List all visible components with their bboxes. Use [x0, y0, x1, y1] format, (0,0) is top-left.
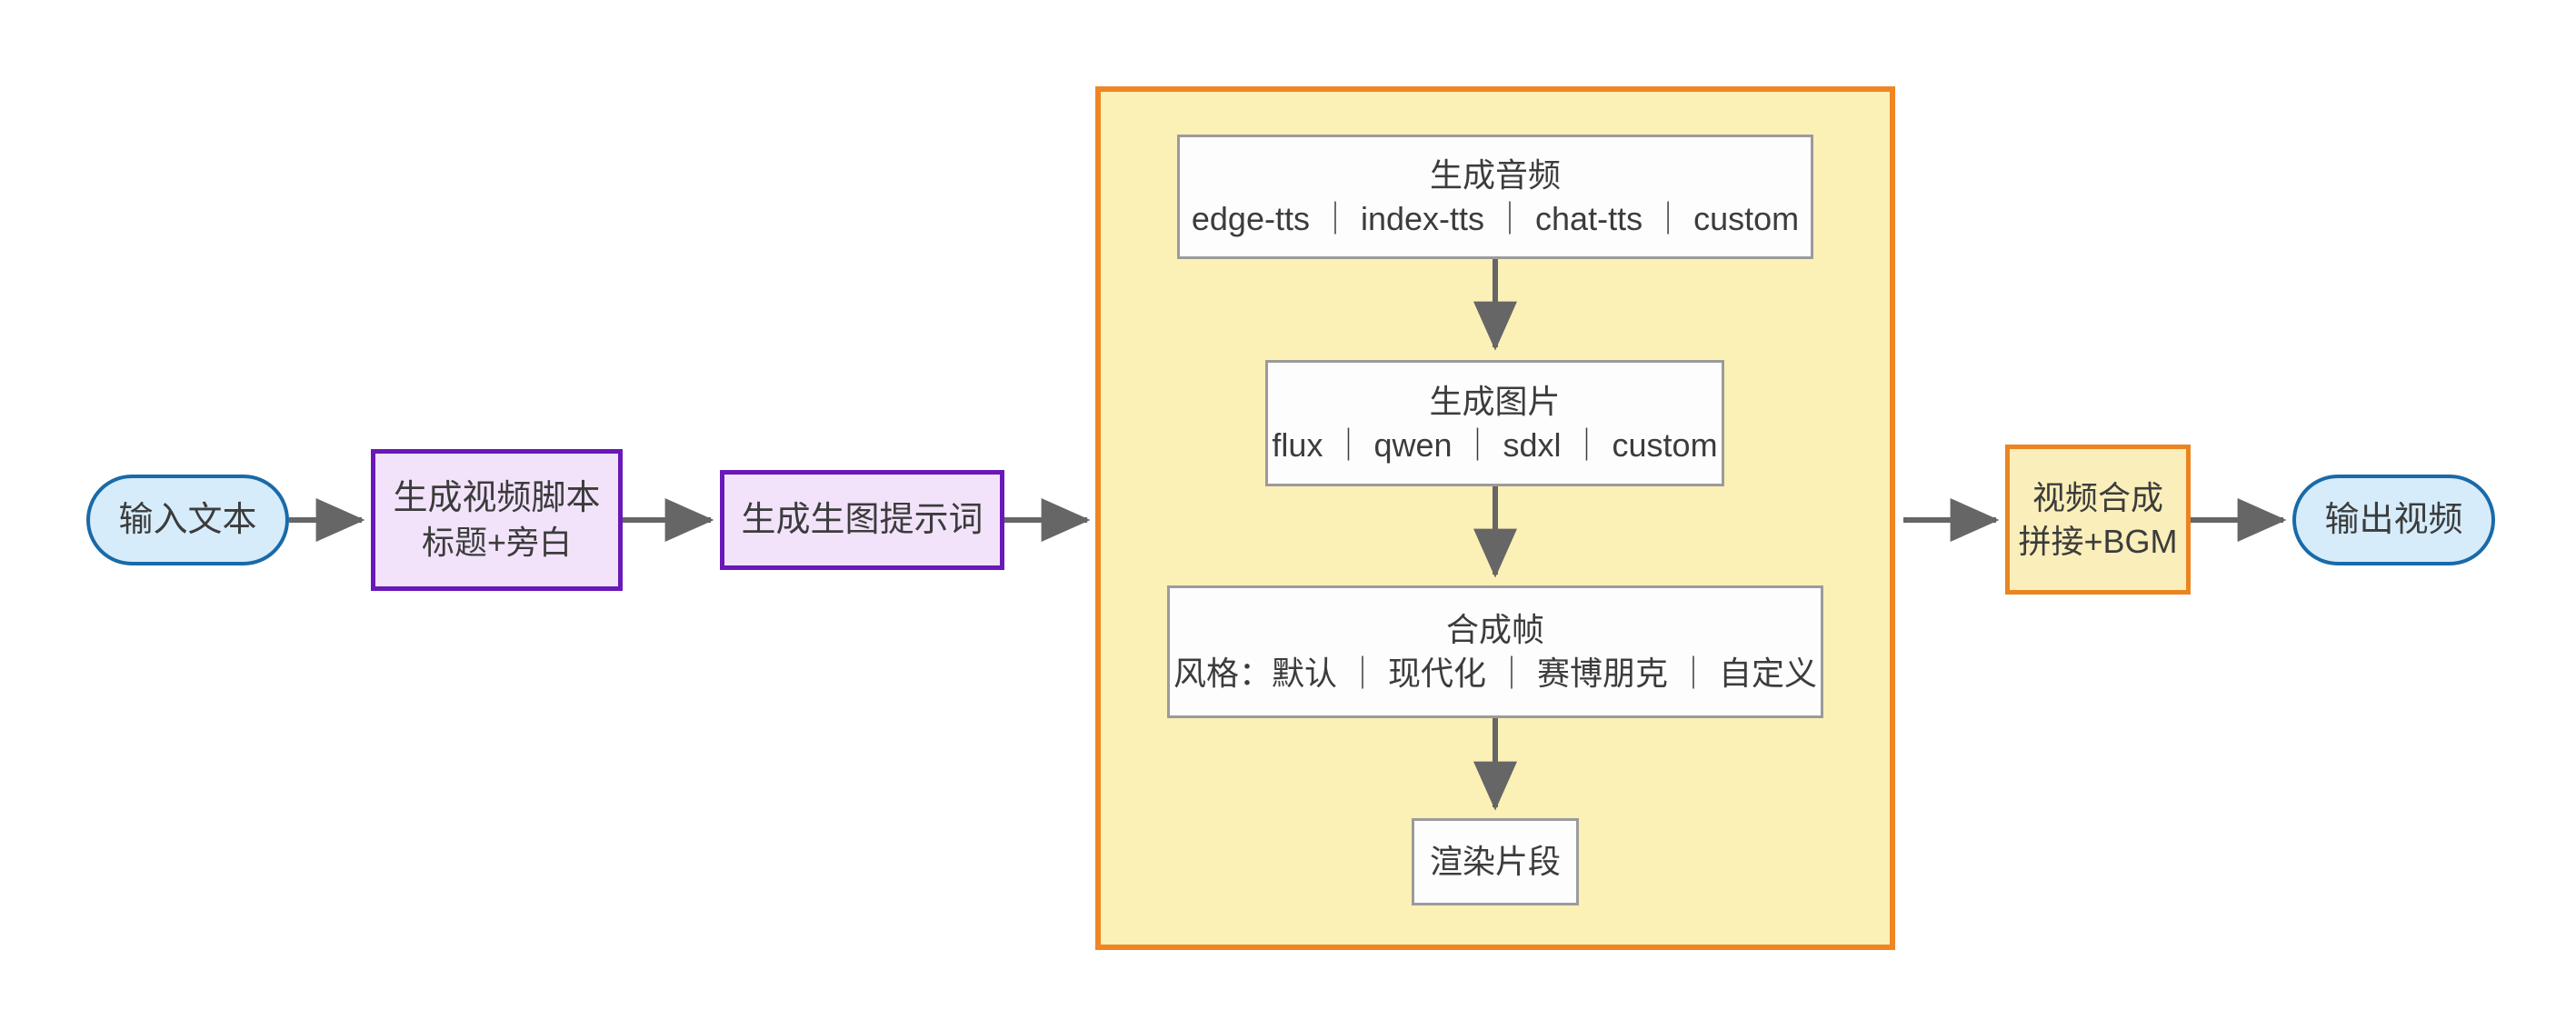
node-prompt-generation-label: 生成生图提示词: [741, 500, 983, 539]
node-audio-generation-line1: 生成音频: [1429, 155, 1561, 194]
node-image-generation-line2: flux ｜ qwen ｜ sdxl ｜ custom: [1272, 425, 1718, 464]
node-audio-generation[interactable]: 生成音频 edge-tts ｜ index-tts ｜ chat-tts ｜ c…: [1177, 135, 1813, 259]
node-video-merge[interactable]: 视频合成 拼接+BGM: [2005, 445, 2191, 595]
node-script-generation-line1: 生成视频脚本: [393, 479, 601, 518]
node-prompt-generation[interactable]: 生成生图提示词: [720, 470, 1004, 570]
node-video-merge-line2: 拼接+BGM: [2018, 522, 2178, 560]
node-audio-generation-line2: edge-tts ｜ index-tts ｜ chat-tts ｜ custom: [1191, 199, 1800, 237]
node-image-generation-line1: 生成图片: [1429, 382, 1561, 420]
node-script-generation[interactable]: 生成视频脚本 标题+旁白: [371, 449, 623, 591]
node-frame-composition-line2: 风格：默认 ｜ 现代化 ｜ 赛博朋克 ｜ 自定义: [1173, 655, 1817, 692]
node-output-video[interactable]: 输出视频: [2292, 475, 2495, 565]
node-output-video-label: 输出视频: [2324, 500, 2463, 539]
node-video-merge-line1: 视频合成: [2032, 478, 2163, 516]
node-render-clip-label: 渲染片段: [1429, 843, 1561, 881]
node-frame-composition[interactable]: 合成帧 风格：默认 ｜ 现代化 ｜ 赛博朋克 ｜ 自定义: [1167, 585, 1823, 718]
node-input-text-label: 输入文本: [118, 500, 257, 539]
node-frame-composition-line1: 合成帧: [1445, 611, 1544, 649]
node-script-generation-line2: 标题+旁白: [421, 524, 573, 562]
node-input-text[interactable]: 输入文本: [86, 475, 289, 565]
node-image-generation[interactable]: 生成图片 flux ｜ qwen ｜ sdxl ｜ custom: [1265, 360, 1724, 486]
node-render-clip[interactable]: 渲染片段: [1412, 818, 1579, 905]
